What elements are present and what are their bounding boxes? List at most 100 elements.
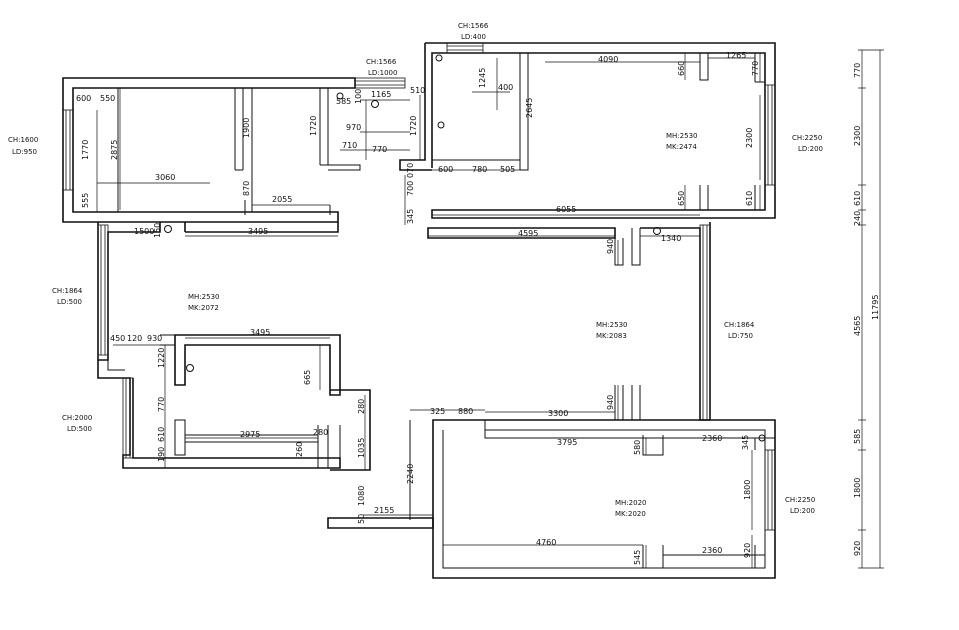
dim-label: 510 [410,86,425,95]
fixtures [164,54,766,442]
label-ch: CH:1864 [52,287,83,295]
label-ch: CH:2250 [792,134,822,142]
label-ch: CH:2250 [785,496,815,504]
dim-label: 770 [751,61,760,76]
dimension-labels: 600 550 1770 2875 555 3060 1900 870 2055… [76,51,760,565]
dim-label: 4760 [536,538,556,547]
dim-label: 1165 [371,90,391,99]
wall-window-block [174,419,186,456]
dim-label: 3795 [557,438,577,447]
dim-label: 2645 [525,98,534,118]
label-mk: MK:2072 [188,304,219,312]
label-mh: MH:2020 [615,499,646,507]
dim-label: 1080 [357,486,366,506]
dim-label: 345 [406,209,415,224]
fixture-circle [336,92,344,100]
dim-label: 1800 [743,480,752,500]
label-ld: LD:950 [12,148,37,156]
wall-center-room [174,334,341,396]
wall-partition-1 [234,88,244,171]
dim-label: 3495 [250,328,270,337]
label-ld: LD:1000 [368,69,397,77]
wall-stub-1 [328,164,361,171]
dim-label: 3060 [155,173,175,182]
wall-center-stub [160,334,175,346]
wall-mid-door-top [614,228,641,266]
dim-label: 260 [295,442,304,457]
dim-label: 2300 [745,128,754,148]
dim-label: 1720 [409,116,418,136]
wall-mid-door-bot [614,385,641,421]
label-mh: MH:2530 [596,321,627,329]
fixture-circle [437,121,445,129]
window-east-bottom [764,449,776,531]
dim-label: 4595 [518,229,538,238]
label-ld: LD:500 [67,425,92,433]
fixture-circle [653,227,661,235]
dim-label: 1340 [661,234,681,243]
label-ch: CH:1566 [458,22,489,30]
dim-label: 660 [677,61,686,76]
overall-dim-label: 2300 [853,126,862,146]
window-north-small [354,77,406,89]
label-ld: LD:200 [798,145,823,153]
dim-label: 2875 [110,140,119,160]
dim-label: 585 [336,97,351,106]
dim-label: 650 [677,191,686,206]
window-east-top [764,84,776,186]
dim-label: 325 [430,407,445,416]
dim-label: 920 [743,543,752,558]
window-west-lower [122,377,134,459]
fixture-circle [371,100,379,108]
overall-dim-label: 585 [853,429,862,444]
wall-bath [431,53,521,161]
dim-label: 710 [342,141,357,150]
overall-dim-label: 240 [853,211,862,226]
dim-label: 190 [157,447,166,462]
dim-label: 1770 [81,140,90,160]
dim-label: 100 [354,89,363,104]
fixture-circle [435,54,443,62]
label-mh: MH:2530 [188,293,219,301]
dim-label: 400 [498,83,513,92]
dim-label: 1245 [478,68,487,88]
dim-label: 610 [745,191,754,206]
wall-west-lower-inner [107,360,125,371]
dim-label: 2055 [272,195,292,204]
wall-se-room [432,419,776,579]
wall-ne-stub-bot [699,185,709,211]
dim-label: 4090 [598,55,618,64]
dim-label: 450 [110,334,125,343]
walls [62,42,776,579]
room-labels: CH:1600 LD:950 CH:1566 LD:1000 CH:1566 L… [8,22,823,518]
label-ld: LD:500 [57,298,82,306]
dim-label: 1720 [309,116,318,136]
dim-label: 970 [346,123,361,132]
overall-dim-label: 4565 [853,316,862,336]
wall-partition-2 [319,88,329,166]
dim-label: 1900 [242,118,251,138]
window-west-corridor [97,224,109,356]
label-mh: MH:2530 [666,132,697,140]
label-ld: LD:200 [790,507,815,515]
wall-east-corridor [640,222,711,421]
fixture-circle [186,364,194,372]
wall-se-inner [442,420,775,569]
wall-corridor-top [184,222,339,233]
label-ch: CH:1864 [724,321,755,329]
dim-label: 120 [127,334,142,343]
window-north-top [446,42,484,54]
dim-label: 940 [606,239,615,254]
dim-label: 780 [472,165,487,174]
windows [62,42,776,531]
wall-ne-stub-top [699,53,709,81]
wall-lower-box [330,389,371,471]
overall-dim-label: 610 [853,191,862,206]
dim-label: 280 [313,428,328,437]
overall-dim-label: 920 [853,541,862,556]
dim-label: 505 [500,165,515,174]
label-ld: LD:750 [728,332,753,340]
dim-label: 50 [357,514,366,524]
dim-label: 600 [76,94,91,103]
